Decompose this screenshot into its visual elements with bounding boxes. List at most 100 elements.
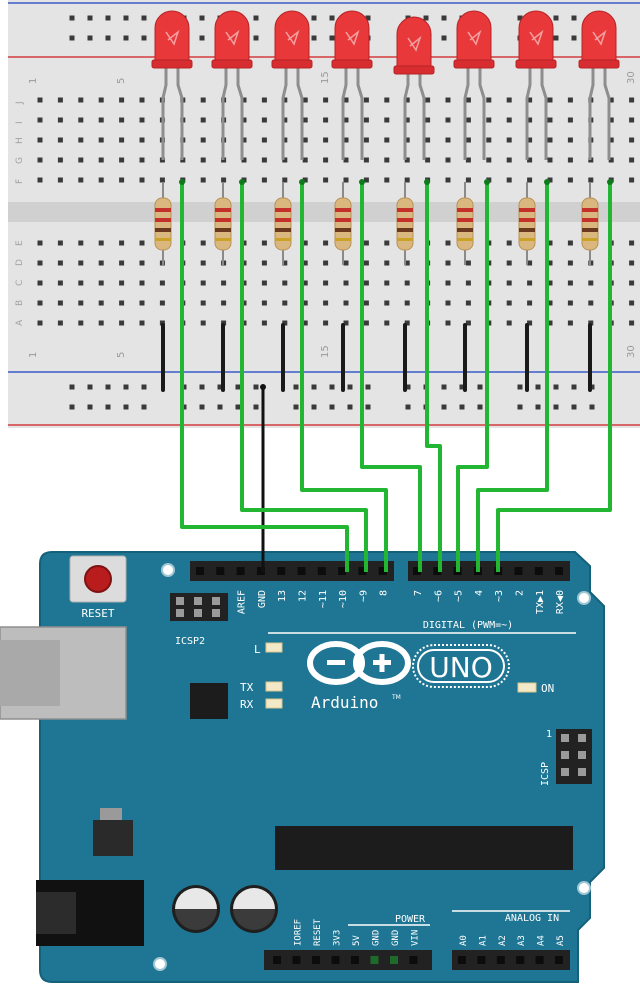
breadboard-hole — [119, 97, 125, 103]
analog-pin-label: A1 — [478, 935, 488, 946]
col-number-bottom-15: 15 — [320, 345, 331, 358]
resistors — [154, 182, 599, 265]
breadboard-hole — [119, 117, 125, 123]
rail-hole — [253, 384, 259, 390]
breadboard-hole — [567, 320, 573, 326]
breadboard-hole — [567, 97, 573, 103]
breadboard-hole — [384, 97, 390, 103]
power-header-hole — [409, 956, 418, 964]
breadboard-hole — [57, 157, 63, 163]
rail-hole — [123, 15, 129, 21]
signal-wire-3 — [300, 182, 388, 572]
breadboard-hole — [282, 117, 288, 123]
header-hole — [277, 567, 286, 575]
breadboard-hole — [323, 300, 329, 306]
top-pin-label: ~10 — [338, 590, 349, 608]
breadboard-hole — [629, 137, 635, 143]
breadboard-hole — [57, 177, 63, 183]
rail-hole — [477, 384, 483, 390]
rail-hole — [347, 384, 353, 390]
analog-pin-label: A4 — [537, 935, 547, 946]
capacitor-1-bottom — [175, 909, 217, 930]
rail-hole — [535, 404, 541, 410]
breadboard-hole — [57, 280, 63, 286]
rail-hole — [87, 15, 93, 21]
breadboard-hole — [57, 137, 63, 143]
power-pin-label: VIN — [411, 930, 421, 946]
resistor-band — [275, 228, 291, 232]
resistor-1 — [154, 182, 172, 265]
top-pin-label: 12 — [298, 590, 309, 602]
icsp2-pin — [176, 597, 184, 605]
breadboard-hole — [282, 260, 288, 266]
analog-pin-label: A2 — [498, 935, 508, 946]
breadboard-hole — [200, 280, 206, 286]
reset-button-cap — [84, 565, 112, 593]
rail-hole — [553, 404, 559, 410]
led-leg-cathode — [161, 62, 168, 160]
rail-hole — [365, 384, 371, 390]
breadboard-hole — [363, 240, 369, 246]
rail-hole — [571, 384, 577, 390]
mounting-hole-1 — [161, 563, 175, 577]
breadboard-hole — [567, 260, 573, 266]
breadboard-hole — [363, 280, 369, 286]
led-leg-cathode — [525, 62, 532, 160]
breadboard-hole — [119, 157, 125, 163]
arduino-logo — [307, 641, 411, 685]
led-rim — [151, 59, 193, 69]
rail-hole — [311, 35, 317, 41]
wire-end — [484, 179, 490, 185]
breadboard-hole — [200, 240, 206, 246]
breadboard-hole — [608, 97, 614, 103]
resistor-body — [274, 197, 292, 251]
icsp-pin — [561, 768, 569, 776]
rail-hole — [69, 404, 75, 410]
breadboard-hole — [343, 97, 349, 103]
rail-hole — [311, 404, 317, 410]
breadboard-hole — [506, 137, 512, 143]
breadboard-hole — [200, 117, 206, 123]
rail-hole — [441, 404, 447, 410]
breadboard-hole — [302, 320, 308, 326]
logo-text: Arduino — [311, 693, 378, 712]
led-die — [467, 29, 482, 46]
breadboard-hole — [302, 117, 308, 123]
breadboard-hole — [425, 97, 431, 103]
breadboard-hole — [506, 177, 512, 183]
breadboard-hole — [404, 260, 410, 266]
power-header — [264, 950, 432, 970]
led-4 — [331, 10, 373, 160]
breadboard-hole — [547, 260, 553, 266]
led-rim — [578, 59, 620, 69]
top-pin-label: GND — [257, 590, 268, 608]
breadboard-hole — [486, 117, 492, 123]
breadboard-hole — [608, 137, 614, 143]
breadboard-hole — [343, 157, 349, 163]
row-letter-j: J — [15, 101, 25, 105]
breadboard-hole — [119, 240, 125, 246]
led-3 — [271, 10, 313, 160]
led-die — [529, 29, 544, 46]
resistor-body — [581, 197, 599, 251]
header-hole — [433, 567, 442, 575]
rail-hole — [405, 404, 411, 410]
breadboard-hole — [384, 300, 390, 306]
row-letter-a: A — [15, 319, 25, 326]
resistor-band — [519, 208, 535, 212]
resistor-band-gold — [397, 238, 413, 241]
breadboard-hole — [261, 280, 267, 286]
analog-header-hole — [555, 956, 563, 964]
led-8 — [578, 10, 620, 160]
capacitor-1-top — [175, 888, 217, 909]
breadboard-hole — [78, 320, 84, 326]
rail-hole — [217, 384, 223, 390]
breadboard-hole — [404, 300, 410, 306]
breadboard-hole — [567, 280, 573, 286]
row-letter-f: F — [15, 179, 25, 184]
wire-end — [239, 179, 245, 185]
rail-hole — [329, 404, 335, 410]
icsp2-header — [170, 593, 228, 621]
